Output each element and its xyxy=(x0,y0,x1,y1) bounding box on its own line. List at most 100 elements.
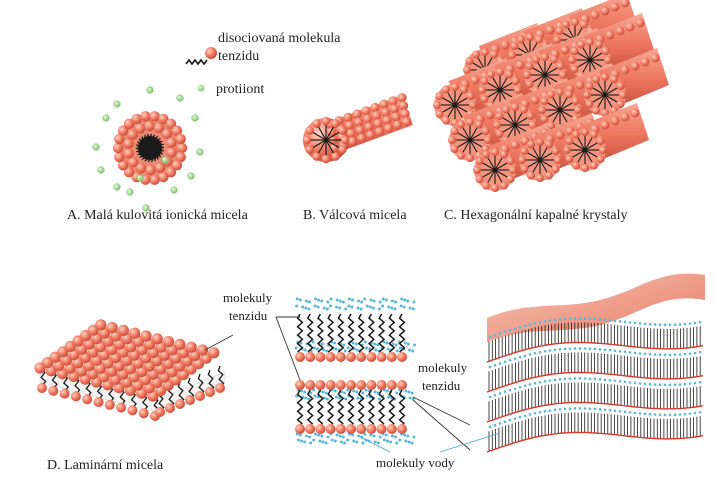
head-group xyxy=(556,62,565,70)
water-molecule xyxy=(355,390,359,394)
water-molecule xyxy=(304,299,308,303)
head-group xyxy=(158,113,169,125)
tail xyxy=(572,142,586,151)
head-group xyxy=(540,97,549,105)
water-molecule xyxy=(351,341,355,345)
head-group xyxy=(473,166,481,174)
tail xyxy=(487,157,496,171)
water-molecule xyxy=(613,379,617,383)
water-molecule xyxy=(411,349,415,353)
counterion xyxy=(161,156,169,164)
water-molecule xyxy=(356,306,360,310)
water-molecule xyxy=(493,393,497,397)
tail xyxy=(589,59,603,68)
water-molecule xyxy=(498,332,502,335)
head-group xyxy=(590,161,598,170)
head-group xyxy=(563,146,571,154)
head-group xyxy=(140,330,152,342)
tail xyxy=(357,389,365,425)
head-group xyxy=(123,138,134,149)
water-molecule xyxy=(322,306,326,310)
head-group xyxy=(325,380,336,390)
head-group xyxy=(520,105,528,114)
head-group xyxy=(392,120,403,130)
tail xyxy=(442,104,456,113)
head-group xyxy=(347,136,358,146)
water-molecule xyxy=(618,409,622,413)
water-molecule xyxy=(408,348,412,352)
head-group xyxy=(174,338,186,350)
counterion xyxy=(191,114,199,122)
water-molecule xyxy=(653,383,657,386)
water-molecule xyxy=(498,392,502,395)
head-group xyxy=(457,151,465,160)
water-molecule xyxy=(371,306,375,310)
head-line xyxy=(486,401,704,423)
head-group xyxy=(400,109,410,119)
head-group xyxy=(590,130,598,139)
head-group xyxy=(604,56,612,64)
water-molecule xyxy=(563,347,567,351)
water-molecule xyxy=(573,407,577,410)
water-molecule xyxy=(513,387,517,390)
tail xyxy=(577,149,586,163)
water-molecule xyxy=(347,297,351,301)
water-molecule xyxy=(402,305,406,309)
water-molecule xyxy=(678,353,682,356)
water-molecule xyxy=(403,298,407,302)
water-molecule xyxy=(658,383,662,387)
hexagonal-liquid-crystal xyxy=(433,0,669,192)
head-group xyxy=(536,174,544,182)
head-line xyxy=(486,371,704,393)
tail xyxy=(494,162,508,171)
head-group xyxy=(466,92,475,100)
water-molecule xyxy=(493,423,497,427)
tail xyxy=(597,94,606,108)
head-group xyxy=(383,123,394,133)
head-group xyxy=(305,126,314,135)
water-molecule xyxy=(335,305,338,309)
water-molecule xyxy=(673,323,677,327)
water-molecule xyxy=(382,438,386,442)
water-molecule xyxy=(403,433,407,437)
water-molecule xyxy=(538,350,542,354)
head-group xyxy=(495,112,504,120)
tail xyxy=(547,109,561,118)
tail xyxy=(447,92,456,106)
head-group xyxy=(472,50,480,59)
head-group xyxy=(171,125,183,136)
tail xyxy=(316,389,324,425)
water-molecule xyxy=(558,378,562,381)
wavy-top-sheet xyxy=(487,273,705,342)
water-molecule xyxy=(508,418,512,422)
tail xyxy=(592,94,606,103)
head-group xyxy=(581,164,589,172)
head-group xyxy=(305,352,316,362)
head-group xyxy=(568,56,576,64)
water-molecule xyxy=(638,352,642,355)
head-group xyxy=(610,75,618,84)
tail xyxy=(552,97,561,111)
head-group xyxy=(550,55,558,64)
water-molecule xyxy=(304,434,308,438)
water-molecule xyxy=(363,432,367,436)
water-molecule xyxy=(330,438,334,442)
head-group xyxy=(379,99,389,109)
tail xyxy=(337,389,345,425)
tail xyxy=(347,389,355,425)
head-group xyxy=(70,391,81,402)
head-group xyxy=(366,424,377,434)
water-molecule xyxy=(314,432,318,436)
water-molecule xyxy=(307,307,311,311)
water-molecule xyxy=(518,415,522,419)
water-molecule xyxy=(338,396,342,400)
water-molecule xyxy=(391,342,395,346)
head-group xyxy=(117,125,129,136)
head-group xyxy=(480,95,489,103)
water-molecule xyxy=(608,408,612,412)
head-group xyxy=(131,113,142,125)
head-group xyxy=(527,140,535,149)
water-molecule xyxy=(583,347,587,350)
water-molecule xyxy=(583,377,587,380)
head-group xyxy=(321,116,331,126)
